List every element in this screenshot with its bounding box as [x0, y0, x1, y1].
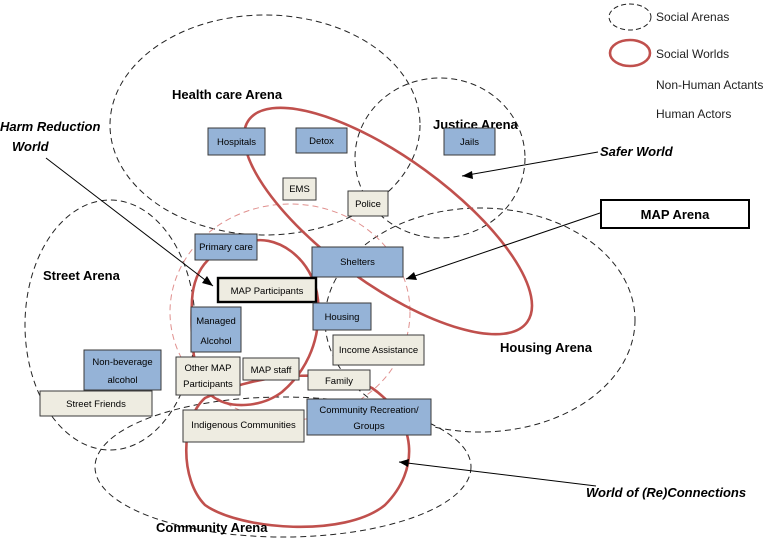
family-label: Family [325, 376, 353, 387]
safer-world-label: Safer World [600, 144, 674, 159]
hospitals-label: Hospitals [217, 137, 256, 148]
map-arena-label: MAP Arena [641, 207, 710, 222]
income-assistance-label: Income Assistance [339, 345, 418, 356]
detox-box [295, 127, 348, 154]
non-beverage-alcohol-label-line2: alcohol [107, 375, 137, 386]
community-recreation-box [306, 398, 432, 436]
managed-alcohol-label-line2: Alcohol [200, 336, 231, 347]
reconnections-world-loop [184, 374, 411, 529]
ems-label: EMS [289, 184, 310, 195]
legend: Social Arenas Social Worlds Non-Human Ac… [608, 3, 763, 121]
hospitals-box [207, 127, 266, 156]
non-beverage-alcohol-box [83, 349, 162, 391]
community-recreation-label: Community Recreation/ [319, 405, 419, 416]
map-arena-ellipse [169, 203, 411, 421]
map-arena-label-box [600, 199, 750, 229]
community-arena-ellipse [94, 396, 472, 538]
pointer-lines-group [45, 151, 601, 487]
jails-label: Jails [460, 137, 479, 148]
street-friends-box [39, 390, 153, 417]
map-participants-label: MAP Participants [231, 286, 304, 297]
safer-world-pointer [461, 151, 599, 177]
shelters-box [311, 246, 404, 278]
legend-social-arenas: Social Arenas [656, 10, 729, 24]
primary-care-label: Primary care [199, 242, 253, 253]
health-care-arena-label: Health care Arena [172, 87, 283, 102]
jails-box [443, 127, 496, 156]
indigenous-communities-box [182, 409, 305, 443]
justice-arena-ellipse [354, 77, 526, 239]
indigenous-communities-label: Indigenous Communities [191, 420, 296, 431]
other-map-participants-box [175, 356, 241, 396]
arrowheads-group [202, 171, 473, 467]
harm-reduction-world-label-line2: World [12, 139, 50, 154]
primary-care-box [194, 233, 258, 261]
street-arena-label: Street Arena [43, 268, 121, 283]
harm-reduction-pointer [45, 157, 214, 287]
non-beverage-alcohol-label: Non-beverage [92, 357, 152, 368]
detox-label: Detox [309, 136, 334, 147]
police-label: Police [355, 199, 381, 210]
family-box [307, 369, 371, 391]
actors-actants-group [39, 127, 496, 443]
community-recreation-label-line2: Groups [353, 421, 384, 432]
legend-social-worlds: Social Worlds [656, 47, 729, 61]
safer-world-arrowhead [462, 171, 473, 179]
harm-reduction-arrowhead [202, 276, 213, 286]
ems-box [282, 177, 317, 201]
map-arena-pointer [405, 212, 601, 280]
legend-arena-symbol [608, 3, 652, 31]
community-arena-label: Community Arena [156, 520, 268, 535]
shelters-label: Shelters [340, 257, 375, 268]
legend-human-actors: Human Actors [656, 107, 731, 121]
income-assistance-box [332, 334, 425, 366]
other-map-participants-label: Other MAP [185, 363, 232, 374]
managed-alcohol-box [190, 306, 242, 353]
housing-arena-label: Housing Arena [500, 340, 593, 355]
reconnections-arrowhead [399, 459, 409, 467]
health-care-arena-ellipse [109, 14, 421, 236]
reconnections-world-label: World of (Re)Connections [586, 485, 746, 500]
map-arena-arrowhead [406, 272, 417, 280]
legend-world-symbol [608, 38, 652, 68]
other-map-participants-label-line2: Participants [183, 379, 233, 390]
managed-alcohol-label: Managed [196, 316, 236, 327]
harm-reduction-world-label: Harm Reduction [0, 119, 100, 134]
police-box [347, 190, 389, 217]
map-staff-box [242, 357, 300, 381]
housing-box [312, 302, 372, 331]
map-participants-box [216, 276, 318, 304]
street-friends-label: Street Friends [66, 399, 126, 410]
housing-label: Housing [325, 312, 360, 323]
map-staff-label: MAP staff [251, 365, 292, 376]
legend-non-human-actants: Non-Human Actants [656, 78, 763, 92]
reconnections-pointer [398, 461, 597, 487]
